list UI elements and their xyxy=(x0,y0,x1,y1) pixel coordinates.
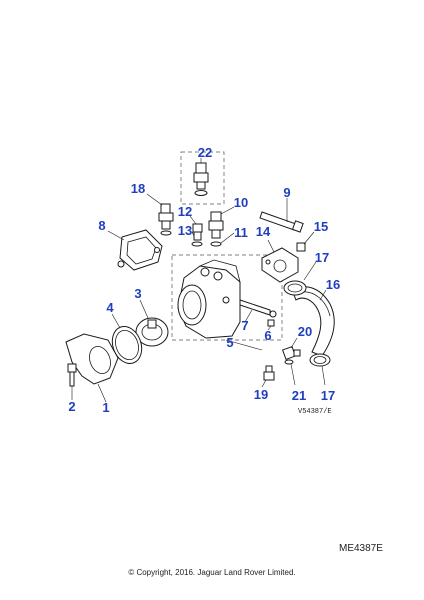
callout-19: 19 xyxy=(254,387,268,402)
callout-15: 15 xyxy=(314,219,328,234)
callout-18: 18 xyxy=(131,181,145,196)
part-2-bolt xyxy=(67,363,77,400)
callout-3: 3 xyxy=(134,286,141,301)
part-18-switch xyxy=(146,193,174,236)
part-22-temperature-sender xyxy=(193,158,209,196)
callout-2: 2 xyxy=(68,399,75,414)
callout-17-upper: 17 xyxy=(315,250,329,265)
callout-13: 13 xyxy=(178,223,192,238)
part-17-hose-clip-lower xyxy=(309,353,331,386)
part-14-gasket xyxy=(261,239,299,283)
part-17-hose-clip-upper xyxy=(283,261,317,296)
callout-11: 11 xyxy=(234,225,248,240)
part-5-thermostat-housing xyxy=(177,259,263,351)
callout-16: 16 xyxy=(326,277,340,292)
callout-1: 1 xyxy=(102,400,109,415)
callout-5: 5 xyxy=(226,335,233,350)
callout-17-lower: 17 xyxy=(321,388,335,403)
part-21-washer xyxy=(284,359,296,386)
part-19-screw xyxy=(261,365,275,388)
part-15-screw xyxy=(296,231,315,252)
drawing-code: V54387/E xyxy=(298,408,332,416)
part-12-sensor xyxy=(189,215,203,247)
housing-group-box xyxy=(171,254,283,341)
part-10-sensor xyxy=(208,206,235,247)
callout-12: 12 xyxy=(178,204,192,219)
part-7-bolt xyxy=(239,299,277,323)
callout-22: 22 xyxy=(198,145,212,160)
callout-9: 9 xyxy=(283,185,290,200)
part-9-bolt xyxy=(259,198,304,233)
callout-10: 10 xyxy=(234,195,248,210)
part-20-plug xyxy=(281,337,301,361)
callout-6: 6 xyxy=(264,328,271,343)
reference-code: ME4387E xyxy=(339,543,383,554)
callout-8: 8 xyxy=(98,218,105,233)
sensor-group-box xyxy=(180,151,225,205)
callout-21: 21 xyxy=(292,388,306,403)
callout-7: 7 xyxy=(241,318,248,333)
part-6-screw xyxy=(267,319,275,331)
part-8-cover-plate xyxy=(107,229,163,271)
part-16-coolant-hose xyxy=(291,286,335,357)
callout-14: 14 xyxy=(256,224,271,239)
callout-4: 4 xyxy=(106,300,114,315)
copyright-notice: © Copyright, 2016. Jaguar Land Rover Lim… xyxy=(128,568,296,577)
part-3-thermostat xyxy=(135,299,169,347)
callout-20: 20 xyxy=(298,324,312,339)
